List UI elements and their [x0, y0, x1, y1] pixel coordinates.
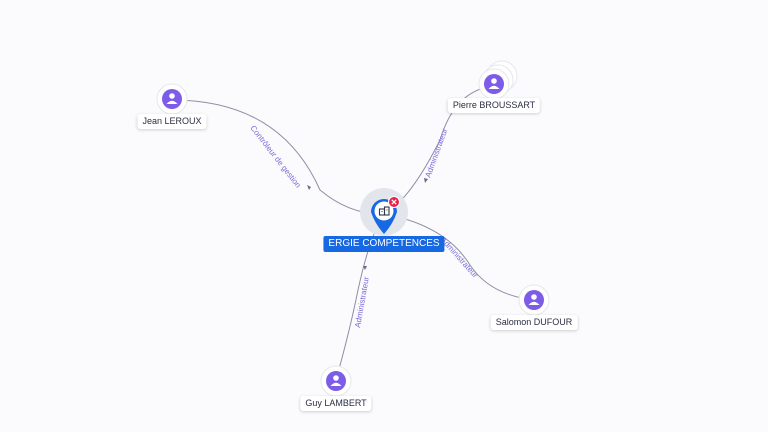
edge-salomon-dufour: [383, 213, 535, 301]
person-node-salomon-dufour[interactable]: [518, 284, 550, 316]
person-label-guy-lambert[interactable]: Guy LAMBERT: [300, 396, 372, 411]
person-node-pierre-broussart[interactable]: [478, 60, 518, 100]
person-icon: [528, 294, 540, 305]
company-node[interactable]: [360, 188, 408, 236]
edge-label-jean-leroux: Contrôleur de gestion: [248, 124, 302, 190]
building-icon: [378, 206, 390, 216]
person-node-jean-leroux[interactable]: [156, 83, 188, 115]
edge-jean-leroux: [171, 99, 385, 215]
person-node-guy-lambert[interactable]: [320, 365, 352, 397]
person-icon: [330, 375, 342, 386]
company-label[interactable]: ERGIE COMPETENCES: [323, 236, 445, 252]
edge-arrow: [307, 185, 311, 190]
edge-arrow: [363, 266, 367, 270]
person-icon: [166, 93, 178, 104]
person-label-pierre-broussart[interactable]: Pierre BROUSSART: [447, 98, 541, 113]
close-icon[interactable]: [388, 196, 400, 208]
person-icon: [488, 78, 500, 89]
edge-label-pierre-broussart: Administrateur: [423, 127, 449, 179]
person-label-salomon-dufour[interactable]: Salomon DUFOUR: [490, 315, 578, 330]
person-label-jean-leroux[interactable]: Jean LEROUX: [137, 114, 207, 129]
edge-label-salomon-dufour: Administrateur: [439, 235, 480, 280]
edge-arrow: [424, 178, 428, 183]
